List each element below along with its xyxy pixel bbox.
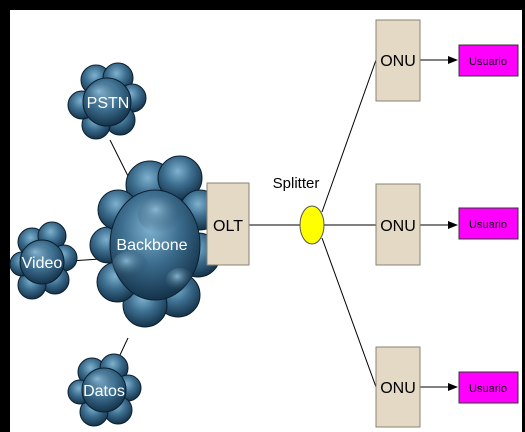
onu-box-3: ONU bbox=[375, 346, 421, 428]
onu-box-1: ONU bbox=[375, 19, 421, 102]
user-label-1: Usuario bbox=[469, 56, 507, 68]
pstn-label: PSTN bbox=[87, 95, 130, 112]
onu-label-3: ONU bbox=[380, 380, 416, 397]
user-label-2: Usuario bbox=[469, 219, 507, 231]
olt-label: OLT bbox=[213, 218, 243, 235]
video-label: Video bbox=[22, 255, 63, 272]
video-cloud: Video bbox=[9, 221, 78, 300]
olt-box: OLT bbox=[206, 182, 250, 266]
user-label-3: Usuario bbox=[469, 383, 507, 395]
link-splitter-onu1 bbox=[321, 59, 377, 213]
splitter-shape bbox=[299, 205, 325, 245]
onu-label-1: ONU bbox=[380, 53, 416, 70]
datos-cloud: Datos bbox=[67, 353, 142, 427]
splitter: Splitter bbox=[273, 175, 325, 245]
backbone-label: Backbone bbox=[116, 237, 187, 254]
pstn-cloud: PSTN bbox=[67, 62, 147, 140]
onu-box-2: ONU bbox=[375, 183, 421, 266]
onu-label-2: ONU bbox=[380, 218, 416, 235]
datos-label: Datos bbox=[83, 383, 125, 400]
user-box-2: Usuario bbox=[458, 207, 519, 240]
user-box-1: Usuario bbox=[458, 44, 519, 77]
link-splitter-onu3 bbox=[321, 237, 377, 388]
splitter-label: Splitter bbox=[273, 175, 320, 192]
backbone-cloud: Backbone bbox=[89, 155, 221, 328]
user-box-3: Usuario bbox=[458, 371, 519, 404]
